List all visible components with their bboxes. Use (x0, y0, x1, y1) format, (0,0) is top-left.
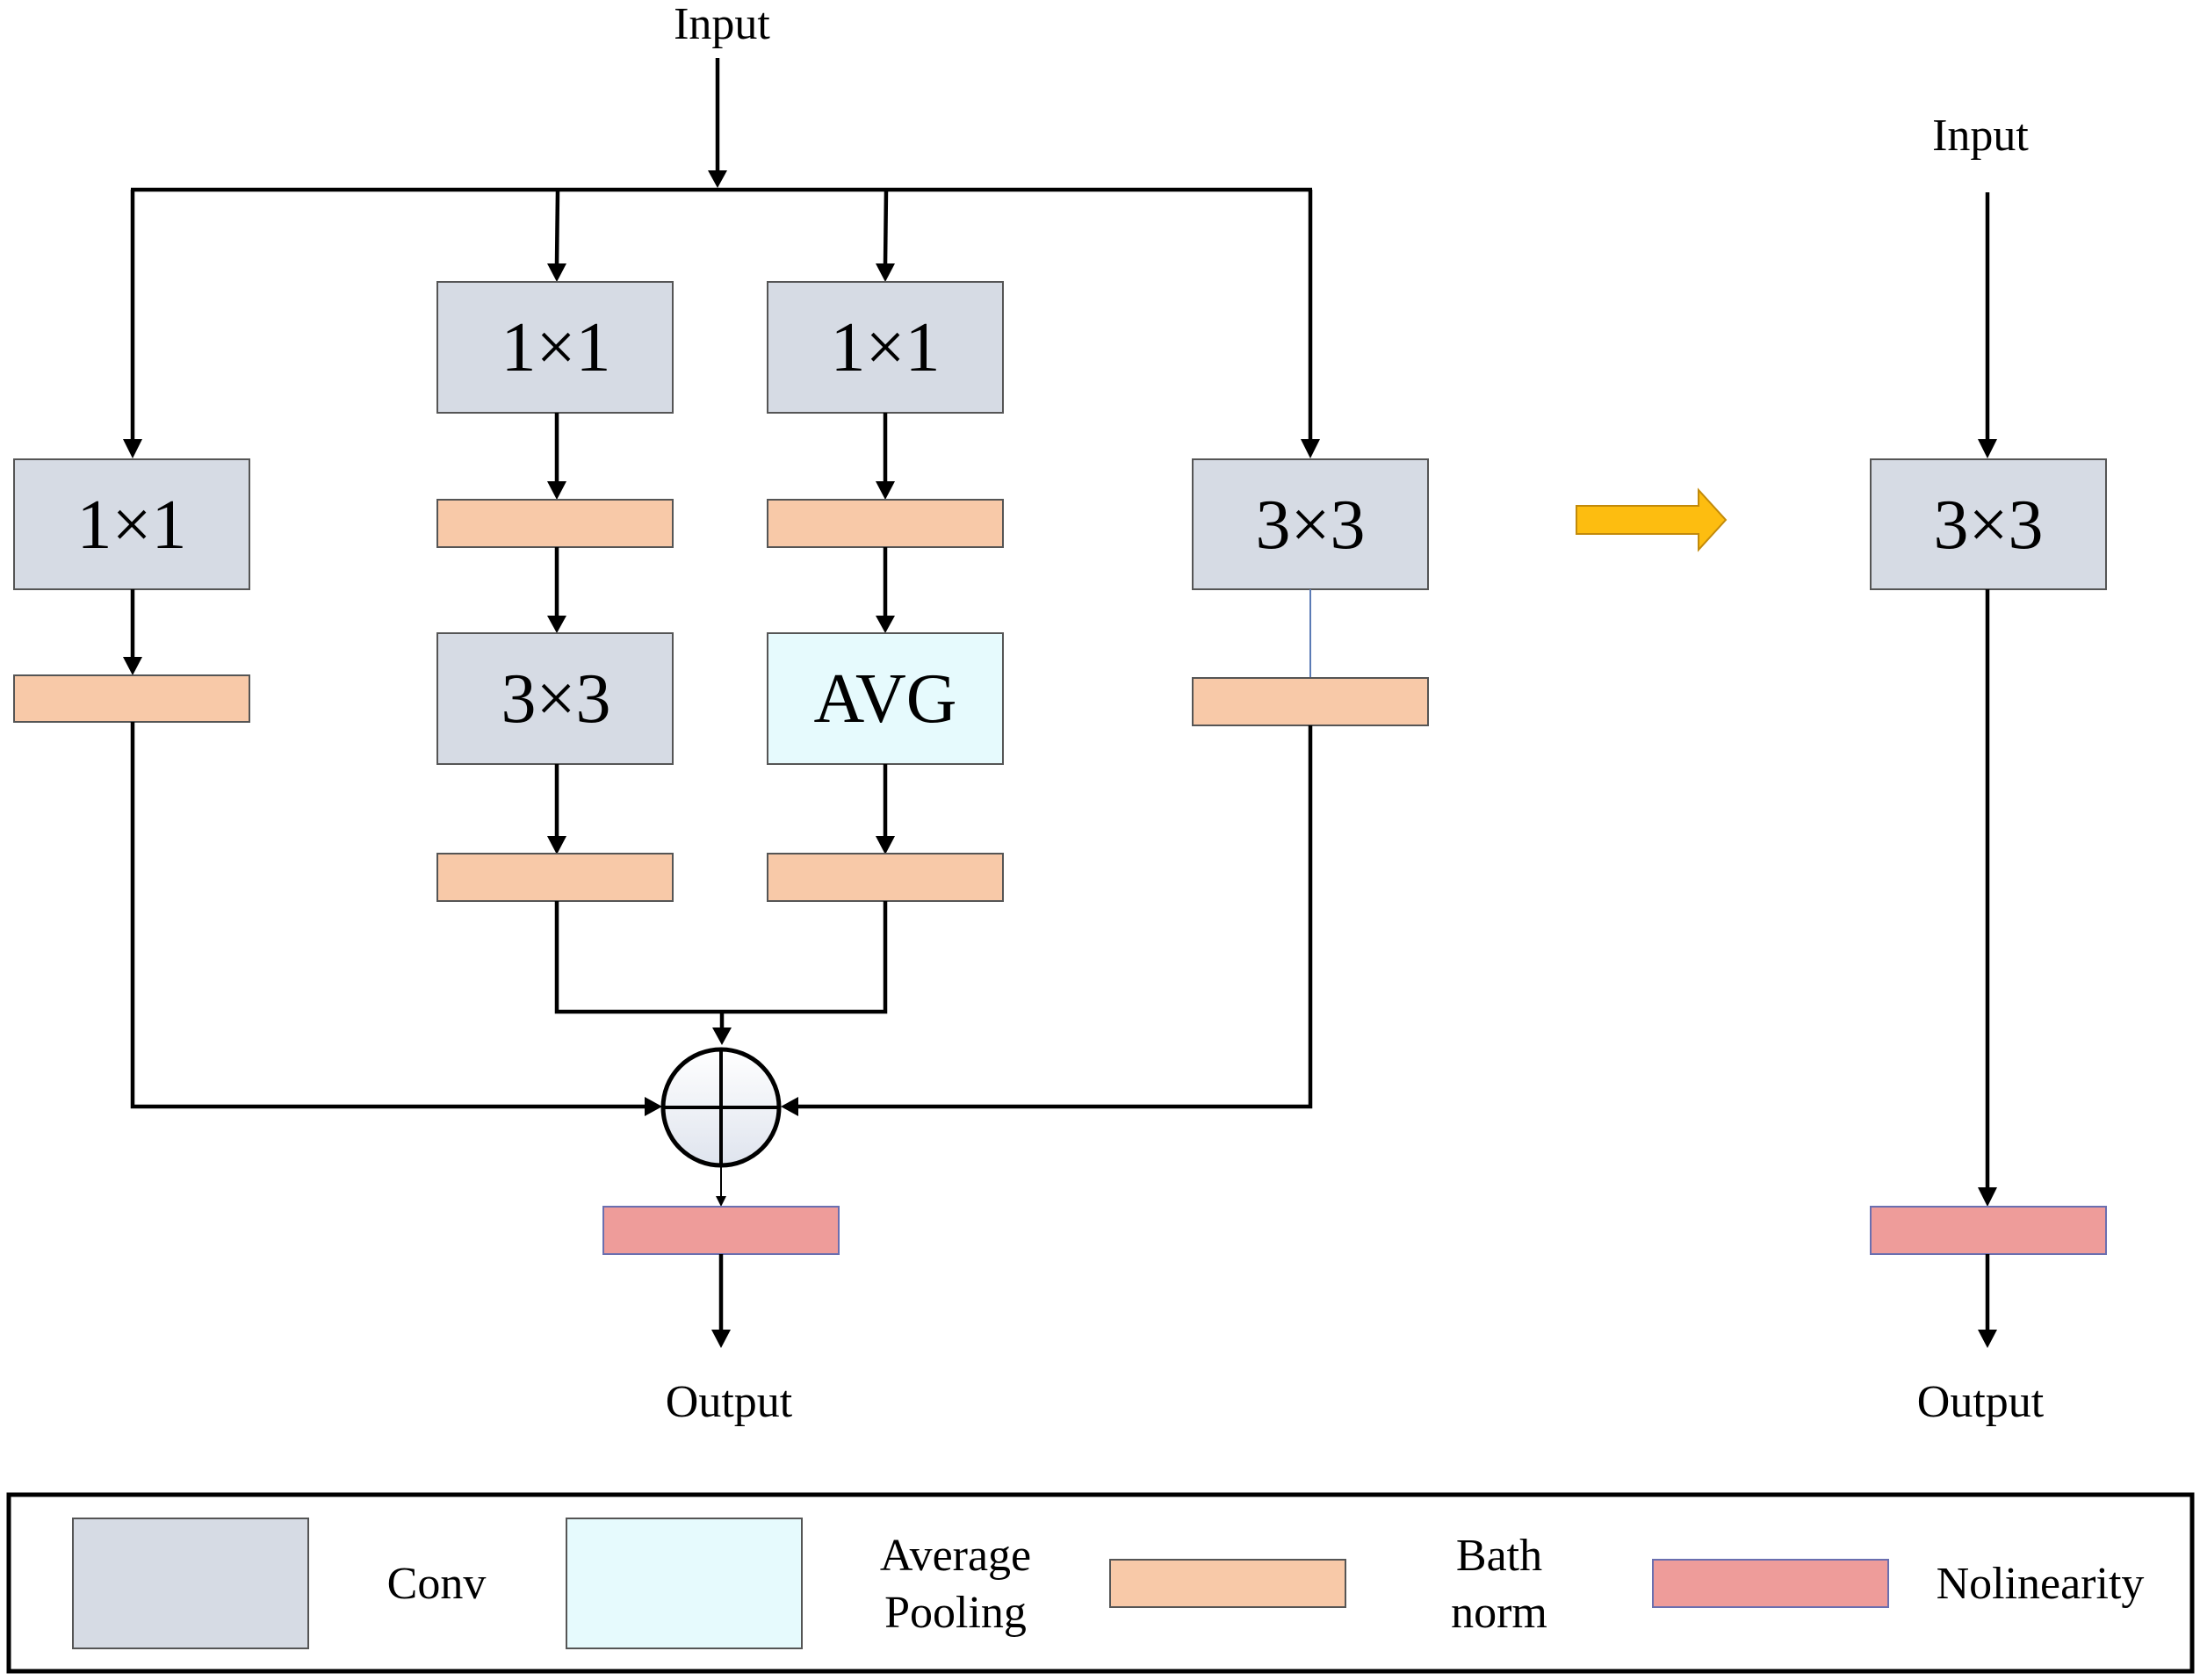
arrowhead (708, 170, 727, 188)
arrowhead (645, 1097, 662, 1116)
arrowhead (712, 1027, 732, 1045)
legend-batchnorm-label-line1: Bath (1456, 1531, 1542, 1581)
left-output-label: Output (666, 1377, 793, 1427)
branch2-conv2-label: 3×3 (501, 660, 610, 738)
left-input-label: Input (674, 0, 770, 49)
branch1-conv-label: 1×1 (76, 487, 186, 564)
legend-avgpool-label-line1: Average (880, 1531, 1031, 1581)
right-conv-block (1870, 458, 2107, 590)
arrowhead (547, 616, 566, 633)
arrowhead (123, 439, 142, 458)
arrowhead (547, 263, 566, 282)
branch1-conv-block (13, 458, 250, 590)
legend-nonlinearity-swatch (1652, 1559, 1889, 1608)
arrowhead (716, 1196, 726, 1207)
legend-batchnorm-swatch (1109, 1559, 1346, 1608)
legend: Conv Average Pooling Bath norm Nolineari… (6, 1492, 2195, 1674)
legend-nonlinearity-label: Nolinearity (1937, 1559, 2145, 1609)
branch1-batchnorm (13, 674, 250, 723)
arrowhead (876, 616, 895, 633)
branch3-batchnorm1 (767, 499, 1004, 548)
legend-avgpool-swatch (566, 1518, 803, 1649)
arrowhead (547, 481, 566, 500)
right-input-label: Input (1932, 111, 2029, 161)
branch2-batchnorm1 (436, 499, 674, 548)
arrowhead (1978, 439, 1997, 458)
branch2-conv1-label: 1×1 (501, 309, 610, 386)
add-node (660, 1047, 782, 1168)
left-nonlinearity (602, 1206, 840, 1255)
right-nonlinearity (1870, 1206, 2107, 1255)
branch3-batchnorm2 (767, 853, 1004, 902)
branch3-avgpool-label: AVG (813, 660, 956, 738)
arrowhead (123, 657, 142, 675)
branch3-conv-label: 1×1 (830, 309, 940, 386)
right-conv-label: 3×3 (1933, 487, 2043, 564)
branch4-batchnorm (1192, 677, 1429, 726)
arrowhead (781, 1097, 798, 1116)
arrowhead (1301, 439, 1320, 458)
arrowhead (876, 836, 895, 854)
arrowhead (876, 481, 895, 500)
branch4-conv-label: 3×3 (1255, 487, 1365, 564)
legend-conv-label: Conv (387, 1559, 487, 1609)
arrowhead (876, 263, 895, 282)
arrowhead (1978, 1187, 1997, 1207)
legend-conv-swatch (72, 1518, 309, 1649)
conversion-arrow (1576, 487, 1728, 552)
legend-batchnorm-label-line2: norm (1451, 1588, 1547, 1638)
arrowhead (1978, 1330, 1997, 1348)
arrowhead (711, 1330, 731, 1348)
legend-avgpool-label-line2: Pooling (884, 1588, 1027, 1638)
branch2-batchnorm2 (436, 853, 674, 902)
branch2-conv2-block (436, 632, 674, 765)
right-output-label: Output (1917, 1377, 2045, 1427)
branch3-conv-block (767, 281, 1004, 414)
arrowhead (547, 836, 566, 854)
